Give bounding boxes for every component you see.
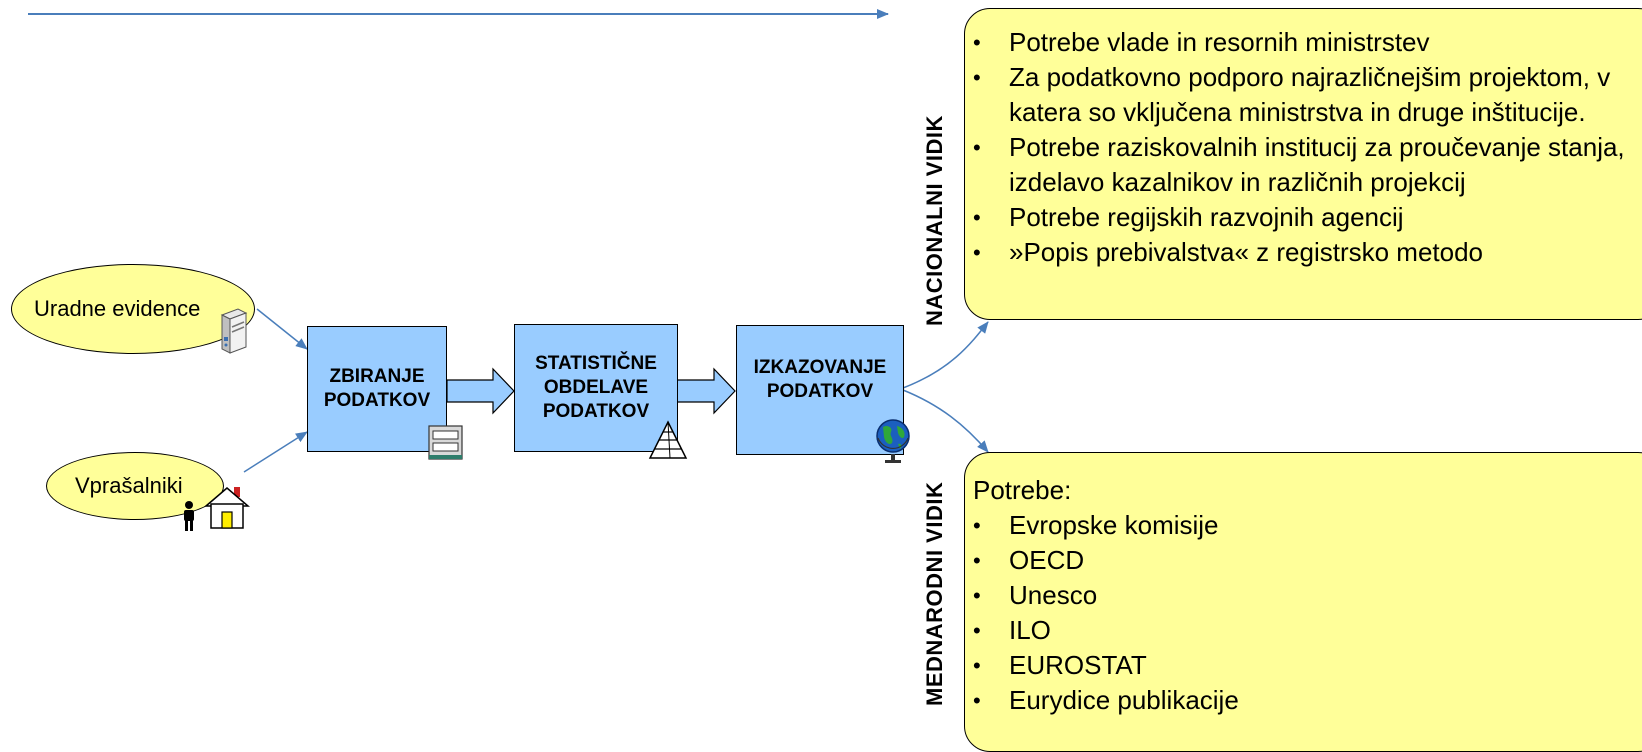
- mednarodni-list: Evropske komisije OECD Unesco ILO EUROST…: [965, 508, 1642, 718]
- panel-mednarodni: Potrebe: Evropske komisije OECD Unesco I…: [964, 452, 1642, 752]
- node-vprasalniki: Vprašalniki: [46, 452, 224, 520]
- node-zbiranje-label: ZBIRANJE PODATKOV: [323, 366, 431, 411]
- mednarodni-intro: Potrebe:: [973, 475, 1072, 505]
- nacionalni-vidik-label: NACIONALNI VIDIK: [922, 115, 947, 326]
- server-icon: [220, 308, 248, 354]
- connector-to-nacionalni: [902, 321, 989, 389]
- panel-nacionalni: Potrebe vlade in resornih ministrstev Za…: [964, 8, 1642, 320]
- node-zbiranje-podatkov: ZBIRANJE PODATKOV: [307, 326, 447, 452]
- mednarodni-vidik-label: MEDNARODNI VIDIK: [922, 481, 947, 706]
- node-uradne-evidence: Uradne evidence: [11, 264, 255, 354]
- node-izkazovanje-label: IZKAZOVANJE PODATKOV: [753, 357, 887, 402]
- node-statisticne-label: STATISTIČNE OBDELAVE PODATKOV: [535, 353, 657, 422]
- node-izkazovanje-podatkov: IZKAZOVANJE PODATKOV: [736, 325, 904, 455]
- mednarodni-item: Unesco: [965, 578, 1642, 613]
- mednarodni-item: Eurydice publikacije: [965, 683, 1642, 718]
- nacionalni-list: Potrebe vlade in resornih ministrstev Za…: [965, 25, 1642, 270]
- globe-icon: [876, 419, 910, 463]
- form-icon: [428, 425, 463, 460]
- nacionalni-item: Za podatkovno podporo najrazličnejšim pr…: [965, 60, 1642, 130]
- mednarodni-item: EUROSTAT: [965, 648, 1642, 683]
- house-icon: [204, 487, 250, 529]
- connector-layer: [28, 9, 989, 473]
- node-vprasalniki-label: Vprašalniki: [75, 473, 183, 498]
- node-uradne-evidence-label: Uradne evidence: [34, 296, 201, 321]
- mednarodni-item: OECD: [965, 543, 1642, 578]
- mednarodni-item: Evropske komisije: [965, 508, 1642, 543]
- node-statisticne-obdelave: STATISTIČNE OBDELAVE PODATKOV: [514, 324, 678, 452]
- connector-evidence-to-zbiranje: [256, 308, 308, 350]
- block-arrow-1: [446, 367, 515, 415]
- nacionalni-item: Potrebe raziskovalnih institucij za prou…: [965, 130, 1642, 200]
- nacionalni-item: Potrebe regijskih razvojnih agencij: [965, 200, 1642, 235]
- nacionalni-item: Potrebe vlade in resornih ministrstev: [965, 25, 1642, 60]
- person-icon: [184, 501, 194, 531]
- nacionalni-item: »Popis prebivalstva« z registrsko metodo: [965, 235, 1642, 270]
- connector-to-mednarodni: [902, 389, 989, 453]
- block-arrow-2: [676, 367, 736, 415]
- connector-vprasalniki-to-zbiranje: [243, 431, 308, 473]
- mednarodni-item: ILO: [965, 613, 1642, 648]
- pyramid-icon: [648, 420, 688, 459]
